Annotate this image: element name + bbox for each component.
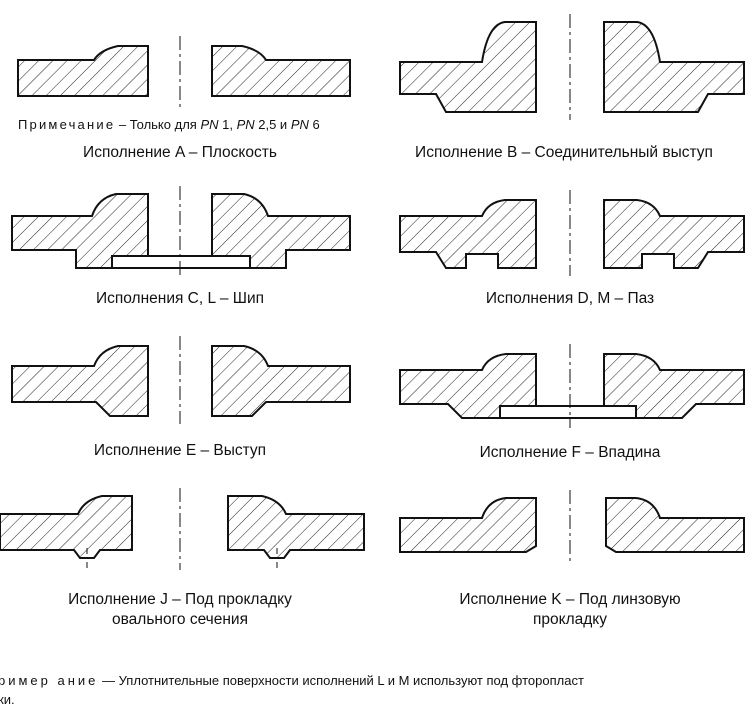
- caption-e: Исполнение E – Выступ: [93, 442, 267, 459]
- top-note-pn2: PN: [236, 117, 255, 132]
- top-note-prefix: Примечание: [18, 117, 116, 132]
- top-note-dash: – Только для: [115, 117, 201, 132]
- top-note-v3: 6: [308, 117, 320, 132]
- top-note-pn1: PN: [200, 117, 219, 132]
- flange-section-a: [17, 36, 351, 108]
- caption-f: Исполнение F – Впадина: [479, 444, 661, 461]
- bottom-note-prefix: ример ание: [0, 673, 99, 688]
- top-note-v2: 2,5 и: [254, 117, 291, 132]
- top-note: Примечание – Только для PN 1, PN 2,5 и P…: [18, 117, 320, 132]
- top-note-pn3: PN: [290, 117, 309, 132]
- flange-section-e: [11, 336, 351, 424]
- flange-section-k: [399, 490, 745, 562]
- caption-k-line1: Исполнение K – Под линзовую: [459, 591, 681, 608]
- flange-section-c: [11, 186, 351, 276]
- bottom-note-line2: ки.: [0, 692, 15, 707]
- caption-b: Исполнение B – Соединительный выступ: [415, 144, 713, 161]
- top-note-v1: 1,: [218, 117, 237, 132]
- caption-d: Исполнения D, M – Паз: [485, 290, 655, 307]
- caption-j-line1: Исполнение J – Под прокладку: [68, 591, 292, 608]
- flange-section-d: [399, 190, 745, 276]
- caption-j-line2: овального сечения: [111, 611, 248, 628]
- flange-section-j: [0, 488, 365, 570]
- caption-c: Исполнения C, L – Шип: [95, 290, 265, 307]
- flange-section-b: [399, 14, 745, 120]
- bottom-note: ример ание — Уплотнительные поверхности …: [0, 672, 584, 689]
- bottom-note-text: — Уплотнительные поверхности исполнений …: [98, 673, 584, 688]
- caption-a: Исполнение A – Плоскость: [83, 144, 277, 161]
- flange-section-f: [399, 344, 745, 428]
- caption-k-line2: прокладку: [532, 611, 607, 628]
